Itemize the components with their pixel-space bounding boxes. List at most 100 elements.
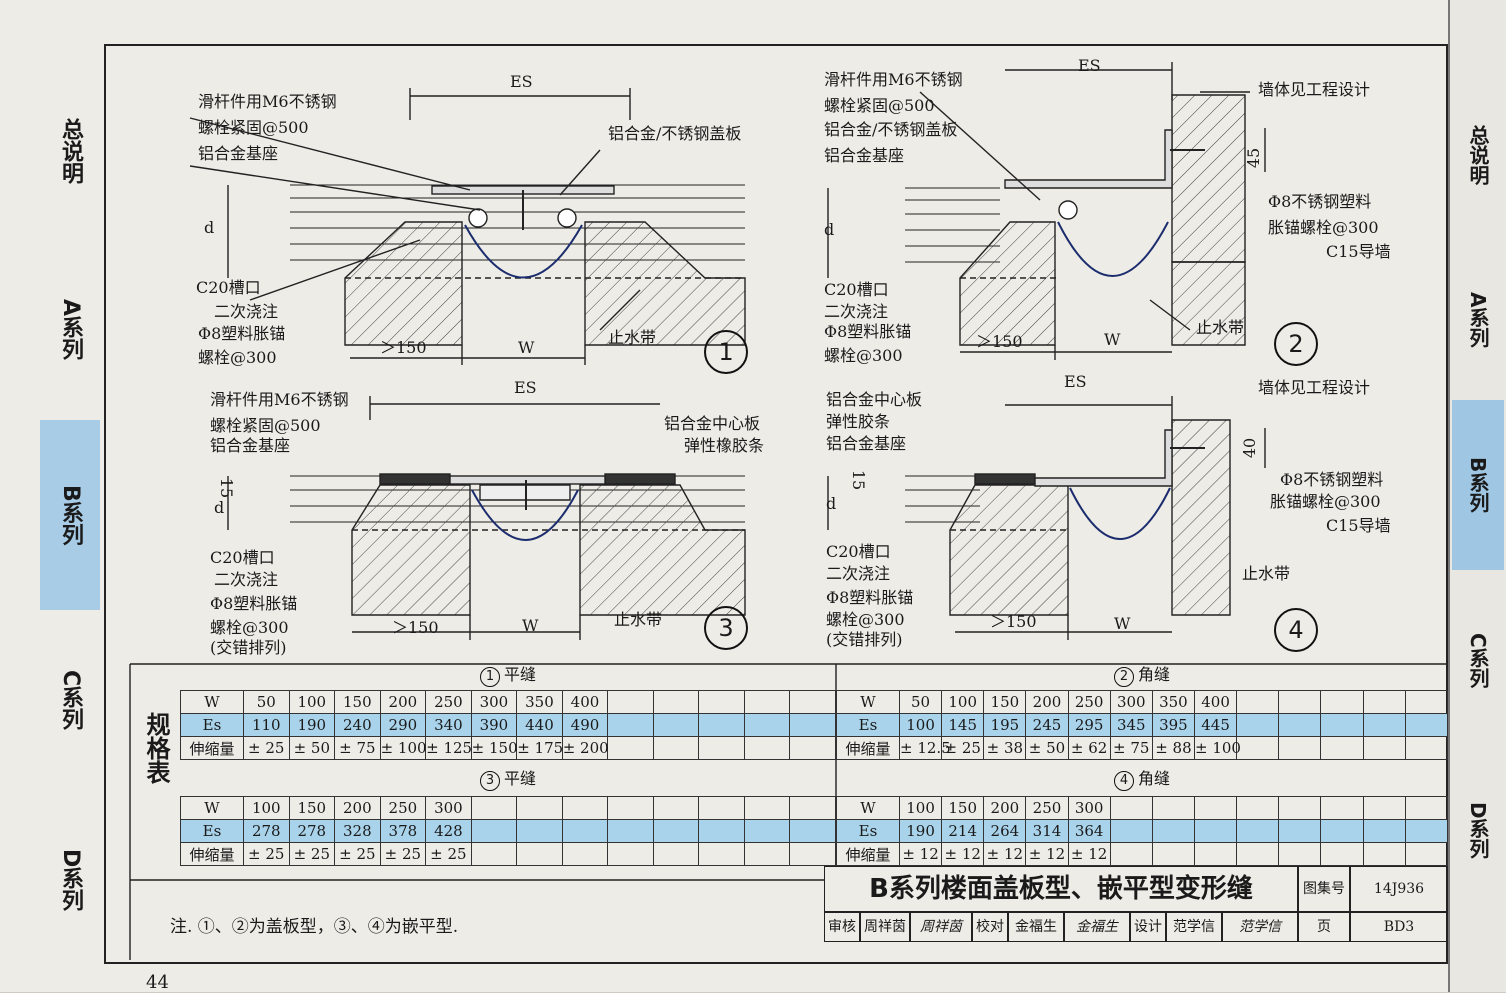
table-empty-cell: [1404, 736, 1449, 760]
right-tab-series-a[interactable]: A系列: [1452, 280, 1504, 360]
d4-label-anchor-300: 螺栓@300: [826, 610, 905, 629]
d3-dim-w: W: [522, 616, 539, 635]
tab-series-c[interactable]: C系列: [40, 655, 100, 745]
table-empty-cell: [698, 736, 745, 760]
tab-series-b[interactable]: B系列: [40, 420, 100, 610]
table-row-header: 伸缩量: [836, 842, 900, 866]
table-empty-cell: [698, 819, 745, 843]
d4-label-anchor: Φ8不锈钢塑料: [1280, 470, 1384, 489]
d2-dim-w: W: [1104, 330, 1121, 349]
table-cell: 100: [941, 690, 985, 714]
table-empty-cell: [1193, 842, 1238, 866]
table-empty-cell: [652, 690, 700, 714]
d1-label-anchor: Φ8塑料胀锚: [198, 324, 286, 343]
table-cell: 250: [425, 690, 472, 714]
table-cell: 364: [1067, 819, 1111, 843]
d4-dim-gt150: ＞150: [990, 612, 1037, 631]
tab-label: C系列: [1466, 632, 1490, 688]
tab-general[interactable]: 总说明: [40, 96, 100, 206]
d3-label-bolt: 滑杆件用M6不锈钢: [210, 390, 349, 409]
d3-label-rubber: 弹性橡胶条: [684, 436, 765, 455]
table-cell: 400: [1193, 690, 1238, 714]
d1-label-spacing: 螺栓紧固@500: [198, 118, 309, 137]
tab-label: 总说明: [1466, 125, 1490, 185]
tab-label: A系列: [58, 299, 83, 361]
table-cell: ± 12: [1067, 842, 1111, 866]
d4-label-base: 铝合金基座: [826, 434, 907, 453]
table-empty-cell: [561, 819, 609, 843]
table-cell: 214: [941, 819, 985, 843]
d3-dim-15: 15: [217, 477, 237, 499]
table-empty-cell: [1362, 819, 1406, 843]
d4-dim-es: ES: [1064, 372, 1087, 391]
diagram-1-section: [189, 88, 746, 365]
table-empty-cell: [1236, 819, 1280, 843]
table-cell: ± 100: [379, 736, 427, 760]
table-cell: 378: [379, 819, 427, 843]
table-cell: 350: [516, 690, 563, 714]
d4-label-wall: 墙体见工程设计: [1258, 378, 1371, 397]
tab-series-d[interactable]: D系列: [40, 835, 100, 925]
table-empty-cell: [789, 819, 836, 843]
table-cell: ± 12: [983, 842, 1027, 866]
right-tab-series-b[interactable]: B系列: [1452, 400, 1504, 570]
table-empty-cell: [516, 842, 563, 866]
tab-series-a[interactable]: A系列: [40, 280, 100, 380]
table-empty-cell: [789, 690, 836, 714]
table-cell: 278: [243, 819, 290, 843]
d4-label-rubber: 弹性胶条: [826, 412, 891, 431]
table-row-header: 伸缩量: [180, 736, 244, 760]
d4-dim-d: d: [826, 494, 837, 513]
table-cell: 300: [1067, 796, 1111, 820]
d3-label-center-plate: 铝合金中心板: [664, 414, 761, 433]
right-tab-series-d[interactable]: D系列: [1452, 790, 1504, 870]
table-cell: ± 25: [941, 736, 985, 760]
table-cell: ± 88: [1151, 736, 1195, 760]
table-empty-cell: [470, 819, 518, 843]
table-cell: ± 75: [334, 736, 381, 760]
d4-label-slot: C20槽口: [826, 542, 891, 561]
sig-design-label: 设计: [1130, 912, 1166, 942]
d4-dim-w: W: [1114, 614, 1131, 633]
table-empty-cell: [743, 713, 791, 737]
d2-label-spacing: 螺栓紧固@500: [824, 96, 935, 115]
table-empty-cell: [789, 713, 836, 737]
table-row-header: W: [180, 796, 244, 820]
table-cell: 200: [1025, 690, 1069, 714]
d3-label-pour: 二次浇注: [214, 570, 279, 589]
right-tab-general[interactable]: 总说明: [1452, 110, 1504, 200]
table-empty-cell: [607, 842, 654, 866]
table-empty-cell: [1362, 713, 1406, 737]
table-empty-cell: [1362, 796, 1406, 820]
diagram-4-section: [827, 396, 1266, 640]
d1-dim-es: ES: [510, 72, 533, 91]
tab-label: A系列: [1466, 292, 1490, 348]
right-tab-series-c[interactable]: C系列: [1452, 620, 1504, 700]
table-empty-cell: [652, 713, 700, 737]
d2-dim-es: ES: [1078, 56, 1101, 75]
table-cell: ± 12: [1025, 842, 1069, 866]
d3-label-anchor-spacing: 螺栓@300: [210, 618, 289, 637]
sig-check-label: 校对: [972, 912, 1008, 942]
table-cell: 300: [425, 796, 472, 820]
table-empty-cell: [1236, 690, 1280, 714]
footnote: 注. ①、②为盖板型，③、④为嵌平型.: [170, 917, 459, 937]
table-row-expansion: 伸缩量± 25± 50± 75± 100± 125± 150± 175± 200: [180, 736, 836, 760]
table-empty-cell: [1236, 713, 1280, 737]
d4-label-waterstop: 止水带: [1242, 564, 1291, 583]
table-empty-cell: [1236, 736, 1280, 760]
d4-label-pour: 二次浇注: [826, 564, 891, 583]
spec-table-label: 规格表: [142, 712, 171, 784]
table-cell: ± 25: [243, 842, 290, 866]
atlas-number: 14J936: [1350, 866, 1448, 912]
d3-dim-d: d: [214, 498, 225, 517]
tab-label: 总说明: [58, 118, 83, 184]
d4-number: 4: [1274, 608, 1318, 652]
table-2-number: 2: [1113, 667, 1134, 687]
table-empty-cell: [1404, 690, 1449, 714]
